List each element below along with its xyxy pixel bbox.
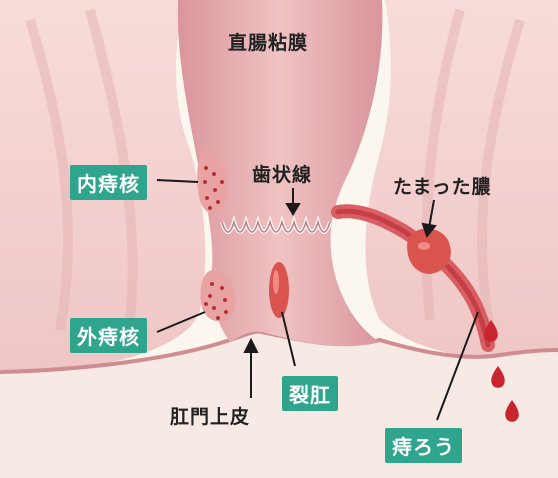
- pus-label: たまった膿: [393, 172, 492, 199]
- dentate-line-label: 歯状線: [252, 160, 312, 187]
- anal-fissure-lesion: [269, 262, 289, 318]
- anal-fissure-highlight: [273, 270, 279, 294]
- external-hemorrhoid-label: 外痔核: [70, 318, 147, 353]
- anoderm-label: 肛門上皮: [170, 402, 250, 429]
- fistula-label: 痔ろう: [385, 428, 462, 463]
- anal-fissure-label: 裂肛: [282, 376, 338, 411]
- mucosa-label: 直腸粘膜: [228, 28, 308, 55]
- pus-pocket-highlight: [418, 242, 430, 250]
- internal-hemorrhoid-label: 内痔核: [70, 165, 147, 200]
